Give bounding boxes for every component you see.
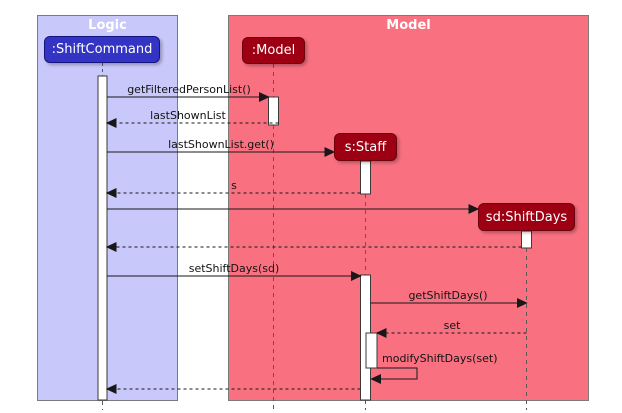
msg-set-shift-days-label: setShiftDays(sd) <box>188 262 280 275</box>
msg-modify-shift-days-label: modifyShiftDays(set) <box>382 352 498 365</box>
participant-shiftdays-label: sd:ShiftDays <box>485 209 568 225</box>
participant-model-label: :Model <box>251 43 296 58</box>
msg-get-filtered-person-list-label: getFilteredPersonList() <box>127 83 251 96</box>
frame-logic-title: Logic <box>88 18 127 33</box>
msg-s-label: s <box>231 179 237 192</box>
msg-last-shown-list-get-label: lastShownList.get() <box>168 138 274 151</box>
participant-shiftcommand: :ShiftCommand <box>44 36 160 63</box>
msg-get-shift-days-label: getShiftDays() <box>408 289 488 302</box>
participant-staff-label: s:Staff <box>344 139 387 155</box>
msg-set-label: set <box>443 319 461 332</box>
participant-staff: s:Staff <box>334 133 397 161</box>
msg-last-shown-list-label: lastShownList <box>150 109 226 122</box>
participant-model: :Model <box>242 37 305 64</box>
frame-model-title: Model <box>386 18 431 33</box>
participant-shiftdays: sd:ShiftDays <box>478 203 575 231</box>
participant-shiftcommand-label: :ShiftCommand <box>51 42 153 57</box>
frame-logic: Logic <box>37 15 178 401</box>
